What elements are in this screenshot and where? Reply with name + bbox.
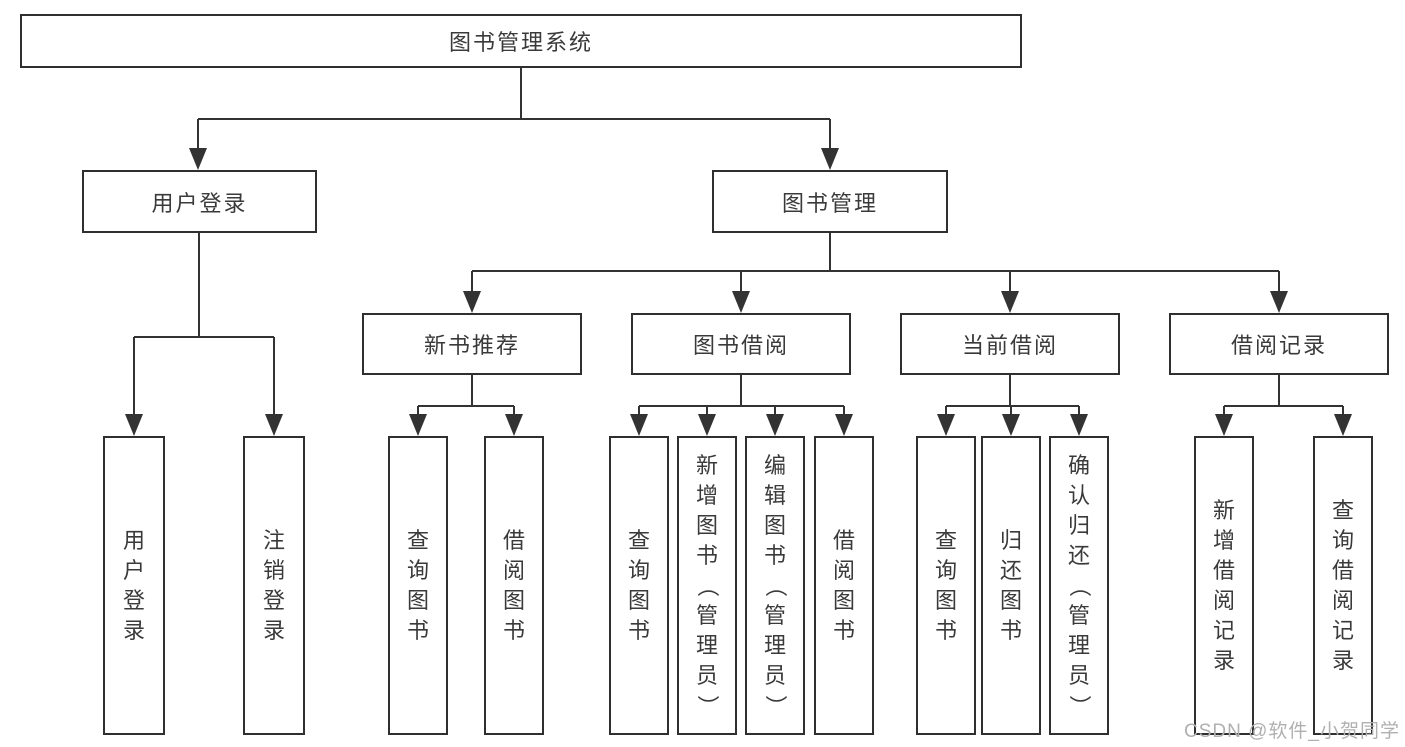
node-book-management: 图书管理	[712, 170, 948, 233]
node-new-book-recommendation: 新书推荐	[362, 313, 582, 375]
leaf-logout: 注销登录	[243, 436, 305, 735]
leaf-add-borrow-record: 新增借阅记录	[1194, 436, 1254, 735]
csdn-watermark: CSDN @软件_小贺同学	[1184, 721, 1400, 742]
leaf-query-books-3: 查询图书	[916, 436, 976, 735]
leaf-confirm-return-admin: 确认归还（管理员）	[1049, 436, 1109, 735]
leaf-return-books: 归还图书	[981, 436, 1041, 735]
leaf-borrow-books-1: 借阅图书	[484, 436, 544, 735]
leaf-edit-books-admin: 编辑图书（管理员）	[745, 436, 805, 735]
leaf-user-login: 用户登录	[103, 436, 165, 735]
leaf-query-books-1: 查询图书	[388, 436, 448, 735]
node-root-book-management-system: 图书管理系统	[20, 14, 1022, 68]
leaf-query-books-2: 查询图书	[609, 436, 669, 735]
leaf-query-borrow-record: 查询借阅记录	[1313, 436, 1373, 735]
leaf-add-books-admin: 新增图书（管理员）	[677, 436, 737, 735]
node-current-borrowing: 当前借阅	[900, 313, 1120, 375]
leaf-borrow-books-2: 借阅图书	[814, 436, 874, 735]
node-borrowing-records: 借阅记录	[1169, 313, 1389, 375]
node-user-login: 用户登录	[82, 170, 317, 233]
node-book-borrowing: 图书借阅	[631, 313, 851, 375]
